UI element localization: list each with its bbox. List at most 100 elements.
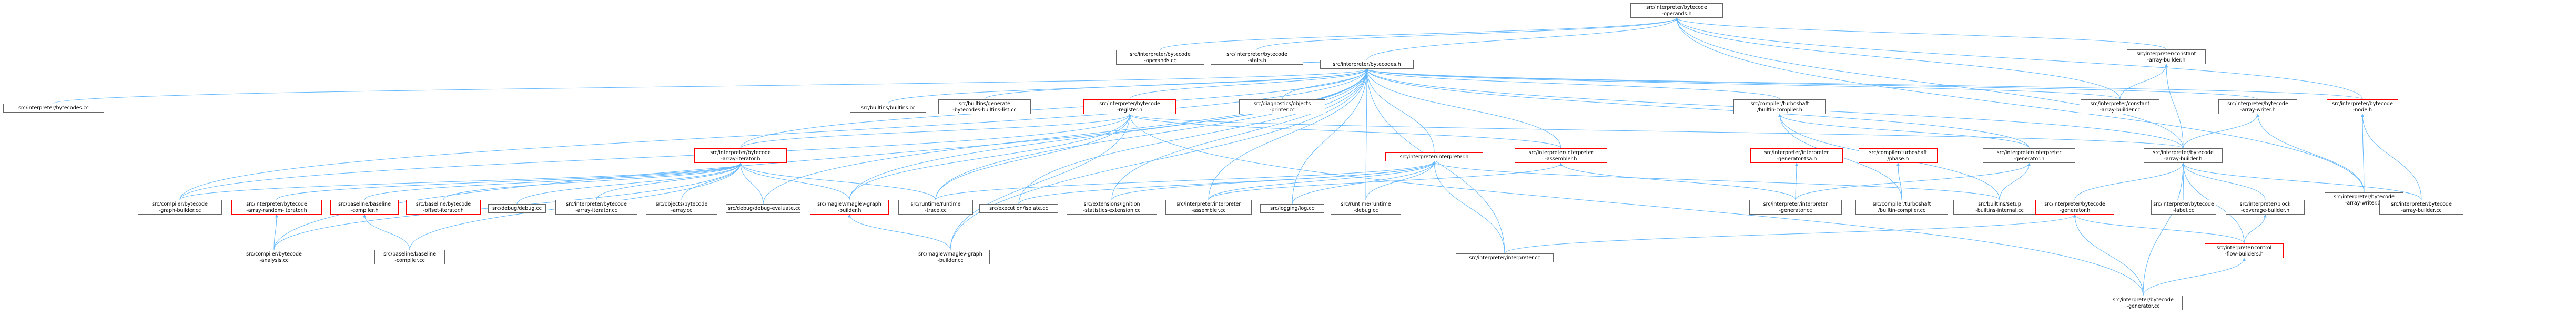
include-edge — [1129, 68, 1368, 100]
include-edge — [1365, 68, 2363, 100]
node-builtins-cc[interactable]: src/builtins/builtins.cc — [850, 104, 926, 113]
node-block-coverage-builder-h[interactable]: src/interpreter/block-coverage-builder.h — [2226, 200, 2305, 215]
include-edge — [1433, 161, 1505, 254]
include-edge — [1111, 161, 1436, 200]
include-edge — [2182, 162, 2266, 200]
include-edge — [935, 68, 1368, 200]
node-bytecode-array-iterator-cc[interactable]: src/interpreter/bytecode-array-iterator.… — [555, 200, 637, 215]
node-setup-builtins-internal-cc[interactable]: src/builtins/setup-builtins-internal.cc — [1953, 200, 2046, 215]
include-edge — [1675, 17, 2167, 50]
include-edge — [1018, 161, 1436, 205]
include-edge — [363, 214, 410, 250]
node-bytecodes-h[interactable]: src/interpreter/bytecodes.h — [1320, 60, 1414, 69]
include-edge — [2183, 114, 2259, 149]
node-turboshaft-phase-h[interactable]: src/compiler/turboshaft/phase.h — [1859, 148, 1938, 163]
node-bytecode-operands-h[interactable]: src/interpreter/bytecode-operands.h — [1630, 3, 1723, 18]
include-edge — [1208, 68, 1368, 200]
include-edge — [276, 162, 742, 200]
node-bytecode-generator-h[interactable]: src/interpreter/bytecode-generator.h — [2035, 200, 2114, 215]
node-bytecode-array-builder-h[interactable]: src/interpreter/bytecode-array-builder.h — [2144, 148, 2223, 163]
include-edge — [1896, 162, 1902, 200]
node-bytecode-stats-h[interactable]: src/interpreter/bytecode-stats.h — [1211, 50, 1303, 65]
node-constant-array-builder-cc[interactable]: src/interpreter/constant-array-builder.c… — [2081, 99, 2159, 114]
include-edge — [935, 161, 1436, 200]
node-bytecode-analysis-cc[interactable]: src/compiler/bytecode-analysis.cc — [235, 250, 313, 264]
node-bytecodes-cc[interactable]: src/interpreter/bytecodes.cc — [3, 104, 104, 113]
node-turboshaft-builtin-compiler-cc[interactable]: src/compiler/turboshaft/builtin-compiler… — [1855, 200, 1948, 215]
node-ignition-statistics-extension-cc[interactable]: src/extensions/ignition-statistics-exten… — [1067, 200, 1157, 215]
node-baseline-compiler-cc[interactable]: src/baseline/baseline-compiler.cc — [374, 250, 445, 264]
node-runtime-debug-cc[interactable]: src/runtime/runtime-debug.cc — [1331, 200, 1401, 215]
include-edge — [364, 162, 742, 200]
node-control-flow-builders-h[interactable]: src/interpreter/control-flow-builders.h — [2205, 243, 2284, 258]
include-edge — [849, 68, 1368, 200]
include-edge — [1795, 162, 2031, 200]
include-edge — [1018, 68, 1368, 205]
node-runtime-trace-cc[interactable]: src/runtime/runtime-trace.cc — [898, 200, 973, 215]
node-bytecode-operands-cc[interactable]: src/interpreter/bytecode-operands.cc — [1116, 50, 1204, 65]
include-edge — [1365, 68, 1368, 200]
node-bytecode-label-cc[interactable]: src/interpreter/bytecode-label.cc — [2151, 200, 2216, 215]
node-interpreter-generator-tsa-h[interactable]: src/interpreter/interpreter-generator-ts… — [1750, 148, 1843, 163]
node-interpreter-generator-cc[interactable]: src/interpreter/interpreter-generator.cc — [1749, 200, 1842, 215]
node-bytecode-offset-iterator-h[interactable]: src/baseline/bytecode-offset-iterator.h — [406, 200, 481, 215]
node-objects-bytecode-array-cc[interactable]: src/objects/bytecode-array.cc — [646, 200, 717, 215]
include-edge — [1365, 68, 1435, 153]
node-debug-evaluate-cc[interactable]: src/debug/debug-evaluate.cc — [726, 204, 800, 213]
dependency-edges — [53, 17, 2422, 296]
include-edge — [2119, 64, 2168, 100]
include-edge — [2073, 214, 2245, 244]
node-constant-array-builder-h[interactable]: src/interpreter/constant-array-builder.h — [2127, 49, 2206, 64]
include-edge — [2073, 214, 2144, 296]
include-edge — [1128, 114, 2144, 296]
include-edge — [1366, 17, 1678, 60]
include-edge — [739, 162, 850, 200]
node-bytecode-array-writer-h[interactable]: src/interpreter/bytecode-array-writer.h — [2218, 99, 2297, 114]
node-isolate-cc[interactable]: src/execution/isolate.cc — [979, 204, 1058, 213]
node-bytecode-generator-cc[interactable]: src/interpreter/bytecode-generator.cc — [2104, 296, 2183, 310]
node-baseline-compiler-h[interactable]: src/baseline/baseline-compiler.h — [330, 200, 399, 215]
include-edge — [2182, 162, 2422, 200]
node-interpreter-assembler-h[interactable]: src/interpreter/interpreter-assembler.h — [1515, 148, 1607, 163]
node-bytecode-array-random-iterator-h[interactable]: src/interpreter/bytecode-array-random-it… — [231, 200, 322, 215]
include-edge — [1675, 17, 2121, 100]
node-bytecode-array-iterator-h[interactable]: src/interpreter/bytecode-array-iterator.… — [694, 148, 787, 163]
node-log-cc[interactable]: src/logging/log.cc — [1260, 204, 1324, 213]
include-edge — [1365, 68, 2121, 100]
node-bytecode-register-h[interactable]: src/interpreter/bytecode-register.h — [1083, 99, 1176, 114]
include-edge — [1999, 162, 2031, 200]
node-interpreter-h[interactable]: src/interpreter/interpreter.h — [1385, 152, 1483, 161]
node-maglev-graph-builder-cc[interactable]: src/maglev/maglev-graph-builder.cc — [911, 250, 990, 264]
node-turboshaft-builtin-compiler-h[interactable]: src/compiler/turboshaft/builtin-compiler… — [1733, 99, 1826, 114]
include-edge — [1365, 68, 1780, 100]
include-edge — [1794, 162, 1798, 200]
include-edge — [1208, 161, 1436, 200]
include-edge — [1675, 17, 2184, 149]
include-edge — [1675, 17, 2365, 193]
node-bytecode-graph-builder-cc[interactable]: src/compiler/bytecode-graph-builder.cc — [138, 200, 222, 215]
include-edge — [1128, 114, 2184, 149]
include-edge — [179, 162, 742, 200]
node-debug-cc[interactable]: src/debug/debug.cc — [488, 204, 546, 213]
include-edge — [2165, 64, 2184, 149]
include-edge — [1778, 114, 2030, 149]
include-edge — [2074, 162, 2185, 200]
node-interpreter-assembler-cc[interactable]: src/interpreter/interpreter-assembler.cc — [1165, 200, 1252, 215]
node-bytecode-array-builder-cc[interactable]: src/interpreter/bytecode-array-builder.c… — [2379, 200, 2463, 215]
include-edge — [1365, 68, 2258, 100]
include-edge — [984, 68, 1368, 100]
node-bytecode-node-h[interactable]: src/interpreter/bytecode-node.h — [2327, 99, 2398, 114]
include-edge — [2244, 214, 2267, 244]
node-interpreter-cc[interactable]: src/interpreter/interpreter.cc — [1456, 253, 1554, 262]
node-objects-printer-cc[interactable]: src/diagnostics/objects-printer.cc — [1239, 99, 1325, 114]
include-edge — [53, 68, 1368, 104]
include-edge — [1433, 161, 2000, 200]
node-generate-bytecodes-builtins-list-cc[interactable]: src/builtins/generate-bytecodes-builtins… — [938, 99, 1031, 114]
node-maglev-graph-builder-h[interactable]: src/maglev/maglev-graph-builder.h — [810, 200, 889, 215]
node-interpreter-generator-h[interactable]: src/interpreter/interpreter-generator.h — [1983, 148, 2075, 163]
include-edge — [950, 114, 1131, 250]
include-edge — [935, 114, 1131, 200]
include-edge — [516, 162, 742, 205]
include-edge — [763, 68, 1368, 205]
include-edge — [1559, 162, 1796, 200]
